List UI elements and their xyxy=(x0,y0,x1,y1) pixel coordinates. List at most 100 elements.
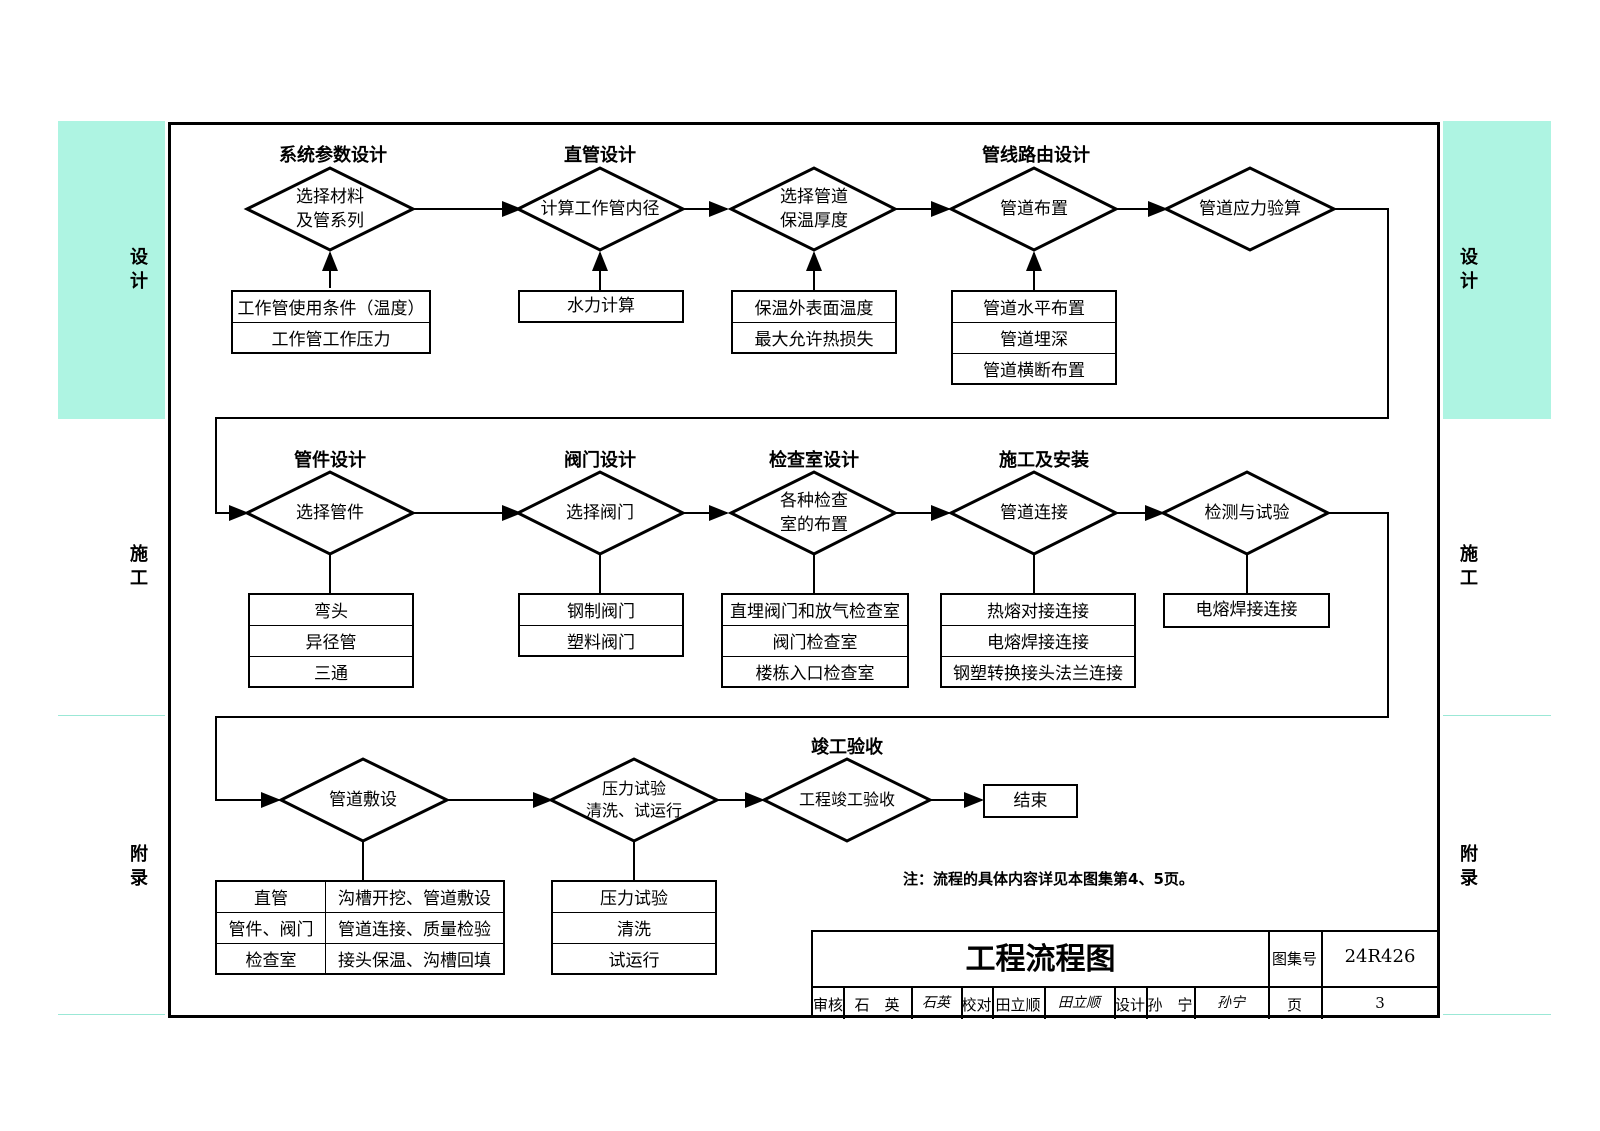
decision-label: 管道连接 xyxy=(1000,503,1068,523)
table-cell: 三通 xyxy=(248,655,414,688)
right-design-tab xyxy=(1443,121,1551,419)
section-title-route: 管线路由设计 xyxy=(982,145,1090,166)
input-table-t3: 保温外表面温度 最大允许热损失 xyxy=(731,290,897,354)
decision-diamond xyxy=(947,166,1120,252)
input-table-t11: 直管沟槽开挖、管道敷设 管件、阀门管道连接、质量检验 检查室接头保温、沟槽回填 xyxy=(215,880,505,975)
decision-label: 选择管道保温厚度 xyxy=(780,187,848,231)
table-cell: 管道埋深 xyxy=(951,321,1117,354)
table-cell: 楼栋入口检查室 xyxy=(721,655,909,688)
section-title-inspection-room: 检查室设计 xyxy=(769,450,859,471)
section-title-acceptance: 竣工验收 xyxy=(811,737,883,758)
left-label-appendix: 附录 xyxy=(130,844,148,889)
left-label-design: 设计 xyxy=(130,247,148,292)
decision-diamond xyxy=(243,166,417,252)
decision-label: 各种检查室的布置 xyxy=(780,491,848,535)
note-text: 注：流程的具体内容详见本图集第4、5页。 xyxy=(903,870,1194,888)
decision-diamond xyxy=(514,470,687,556)
table-cell: 管件、阀门 xyxy=(215,911,326,944)
decision-diamond xyxy=(1162,166,1338,252)
decision-label: 工程竣工验收 xyxy=(798,790,896,809)
review-label: 审核 xyxy=(813,996,844,1014)
decision-diamond xyxy=(1159,470,1332,556)
input-table-t8: 直埋阀门和放气检查室 阀门检查室 楼栋入口检查室 xyxy=(721,593,909,688)
table-cell: 直管 xyxy=(215,880,326,913)
section-title-fitting: 管件设计 xyxy=(294,450,366,471)
table-cell: 阀门检查室 xyxy=(721,624,909,657)
table-cell: 工作管使用条件（温度） xyxy=(231,290,431,323)
reviewer-name: 石 英 xyxy=(854,996,900,1014)
section-title-system-param: 系统参数设计 xyxy=(279,145,387,166)
table-cell: 直埋阀门和放气检查室 xyxy=(721,593,909,626)
table-cell: 保温外表面温度 xyxy=(731,290,897,323)
decision-diamond xyxy=(514,166,687,252)
table-cell: 电熔焊接连接 xyxy=(940,624,1136,657)
table-cell: 接头保温、沟槽回填 xyxy=(325,942,505,975)
table-cell: 管道横断布置 xyxy=(951,352,1117,385)
table-cell: 管道水平布置 xyxy=(951,290,1117,323)
table-cell: 弯头 xyxy=(248,593,414,626)
decision-label: 检测与试验 xyxy=(1204,503,1290,523)
decision-diamond xyxy=(547,757,721,843)
atlas-number: 24R426 xyxy=(1344,946,1416,967)
decision-label: 管道敷设 xyxy=(329,790,397,810)
input-table-t6: 弯头 异径管 三通 xyxy=(248,593,414,688)
left-divider-1 xyxy=(58,715,165,716)
title-block: 工程流程图 图集号 24R426 审核 石 英 石英 校对 田立顺 田立顺 设计… xyxy=(811,930,1439,1019)
table-cell: 管道连接、质量检验 xyxy=(325,911,505,944)
decision-diamond xyxy=(760,757,934,843)
decision-label: 计算工作管内径 xyxy=(540,199,660,219)
designer-name: 孙 宁 xyxy=(1147,996,1193,1014)
checker-name: 田立顺 xyxy=(995,996,1041,1014)
drawing-title: 工程流程图 xyxy=(965,942,1116,977)
table-cell: 工作管工作压力 xyxy=(231,321,431,354)
section-title-install: 施工及安装 xyxy=(999,450,1089,471)
table-cell: 钢塑转换接头法兰连接 xyxy=(940,655,1136,688)
table-cell: 试运行 xyxy=(551,942,717,975)
drawing-frame xyxy=(168,122,1440,1018)
right-label-design: 设计 xyxy=(1460,247,1478,292)
page-label: 页 xyxy=(1286,996,1302,1014)
decision-label: 选择管件 xyxy=(296,503,364,523)
input-box-t10: 电熔焊接连接 xyxy=(1163,593,1330,628)
table-cell: 清洗 xyxy=(551,911,717,944)
right-divider-1 xyxy=(1443,715,1551,716)
table-cell: 钢制阀门 xyxy=(518,593,684,626)
section-title-valve: 阀门设计 xyxy=(564,450,636,471)
input-table-t1: 工作管使用条件（温度） 工作管工作压力 xyxy=(231,290,431,354)
table-cell: 最大允许热损失 xyxy=(731,321,897,354)
input-box-t2: 水力计算 xyxy=(518,290,684,323)
decision-diamond xyxy=(947,470,1120,556)
input-table-t9: 热熔对接连接 电熔焊接连接 钢塑转换接头法兰连接 xyxy=(940,593,1136,688)
right-label-appendix: 附录 xyxy=(1460,844,1478,889)
decision-label: 管道布置 xyxy=(1000,199,1068,219)
decision-diamond xyxy=(727,166,899,252)
atlas-label: 图集号 xyxy=(1271,950,1317,968)
design-label: 设计 xyxy=(1114,996,1145,1014)
table-cell: 检查室 xyxy=(215,942,326,975)
input-table-t7: 钢制阀门 塑料阀门 xyxy=(518,593,684,657)
decision-diamond xyxy=(277,757,451,843)
input-table-t4: 管道水平布置 管道埋深 管道横断布置 xyxy=(951,290,1117,385)
table-cell: 热熔对接连接 xyxy=(940,593,1136,626)
table-cell: 压力试验 xyxy=(551,880,717,913)
left-divider-2 xyxy=(58,1014,165,1015)
decision-diamond xyxy=(727,470,899,556)
decision-label: 管道应力验算 xyxy=(1199,199,1301,219)
decision-label: 压力试验清洗、试运行 xyxy=(585,779,683,820)
section-title-straight-pipe: 直管设计 xyxy=(564,145,636,166)
check-label: 校对 xyxy=(961,996,992,1014)
table-cell: 异径管 xyxy=(248,624,414,657)
page-number: 3 xyxy=(1375,994,1385,1012)
input-table-t12: 压力试验 清洗 试运行 xyxy=(551,880,717,975)
decision-diamond xyxy=(243,470,417,556)
checker-signature: 田立顺 xyxy=(1058,995,1100,1011)
loop-connector xyxy=(215,208,1389,521)
left-label-construction: 施工 xyxy=(130,544,148,589)
left-design-tab xyxy=(58,121,165,419)
end-box: 结束 xyxy=(983,784,1078,818)
table-cell: 塑料阀门 xyxy=(518,624,684,657)
reviewer-signature: 石英 xyxy=(922,995,950,1011)
loop-connector xyxy=(215,512,1389,808)
right-label-construction: 施工 xyxy=(1460,544,1478,589)
